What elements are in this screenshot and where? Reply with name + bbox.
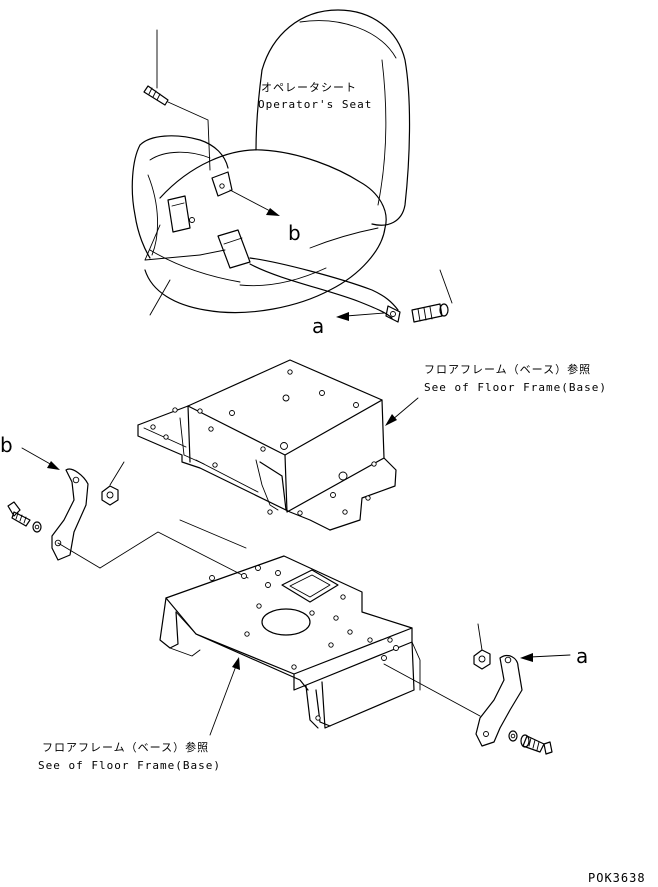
left-seatbelt-bracket (51, 468, 249, 579)
frame-upper-label-jp: フロアフレーム（ベース）参照 (424, 362, 591, 376)
frame-upper-leader (385, 397, 419, 426)
right-seatbelt-bracket (383, 654, 523, 747)
callout-b-lower: b (0, 433, 13, 457)
frame-upper-label-en: See of Floor Frame(Base) (424, 381, 607, 394)
seat-label-en: Operator's Seat (258, 98, 372, 111)
right-bolt-washer (508, 730, 553, 755)
floor-frame-lower (159, 555, 421, 729)
callout-b-lower-arrow (21, 447, 60, 470)
callout-a-upper-arrow (336, 312, 385, 321)
left-nut (101, 461, 125, 506)
right-nut (473, 623, 491, 670)
callout-a-lower: a (576, 644, 588, 668)
frame-lower-label-en: See of Floor Frame(Base) (38, 759, 221, 772)
callout-b-upper-arrow (229, 189, 280, 216)
callout-b-upper: b (288, 221, 301, 245)
frame-lower-leader (209, 657, 240, 736)
seat-label-jp: オペレータシート (261, 81, 357, 94)
frame-lower-label-jp: フロアフレーム（ベース）参照 (42, 740, 209, 754)
drawing-code: POK3638 (588, 871, 646, 885)
callout-a-upper: a (312, 314, 324, 338)
callout-a-lower-arrow (520, 653, 571, 662)
left-bolt-washer (7, 501, 42, 533)
operator-seat (131, 9, 453, 323)
floor-frame-upper (137, 359, 397, 531)
